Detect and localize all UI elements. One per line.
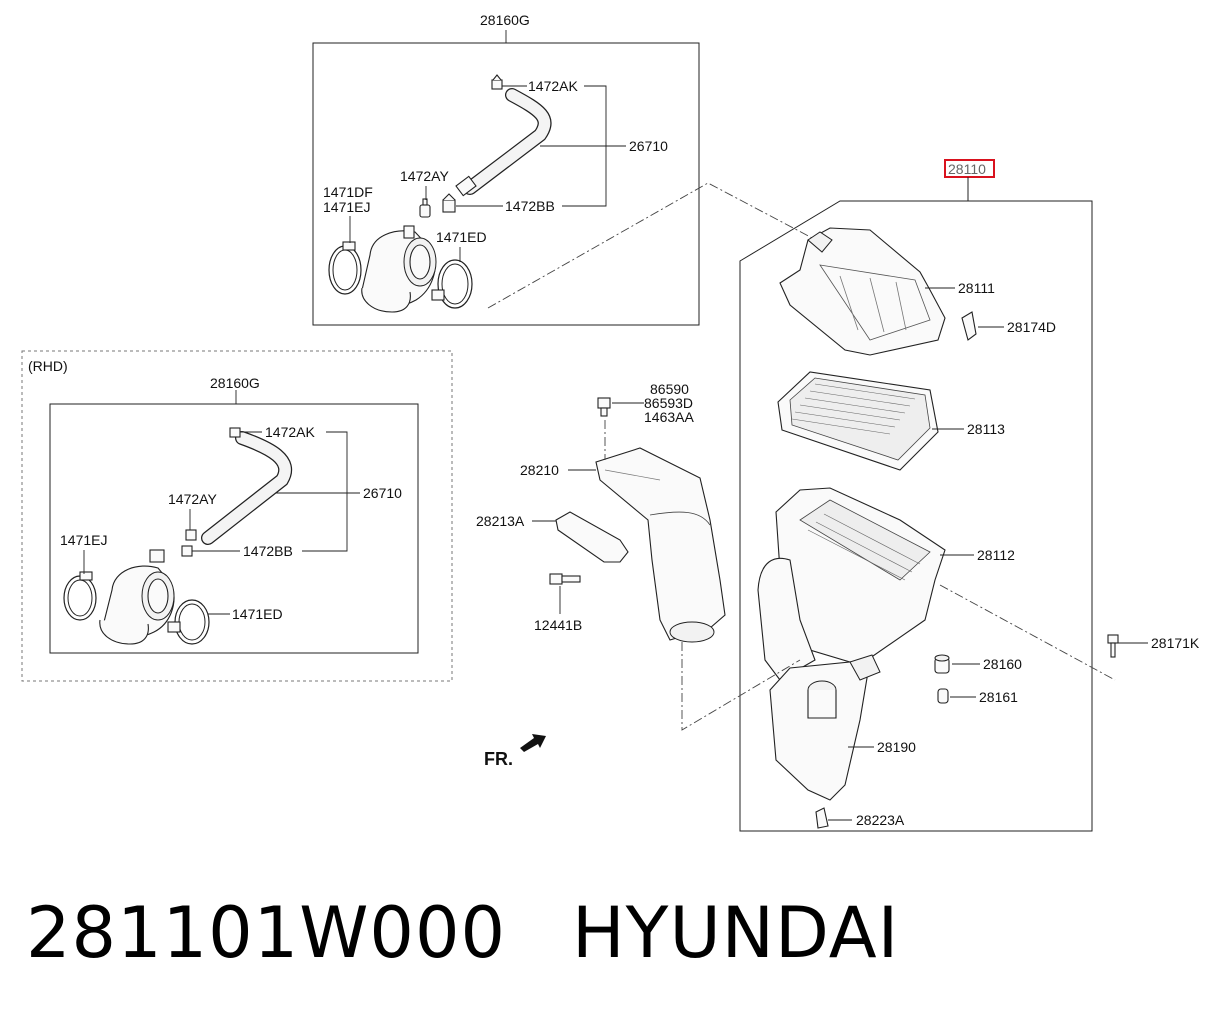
label-rhd-1472bb[interactable]: 1472BB (243, 543, 293, 559)
air-cleaner-cover[interactable] (779, 227, 946, 356)
part-number: 281101W000 (26, 892, 507, 974)
label-28210[interactable]: 28210 (520, 462, 559, 478)
bushing-28161[interactable] (937, 688, 949, 704)
label-1472ay[interactable]: 1472AY (400, 168, 449, 184)
label-rhd-1471ed[interactable]: 1471ED (232, 606, 283, 622)
highlight-box (944, 159, 995, 178)
resonator[interactable] (769, 654, 881, 801)
throttle-adapter[interactable] (361, 225, 437, 313)
label-rhd-intake-group[interactable]: 28160G (210, 375, 260, 391)
label-28171k[interactable]: 28171K (1151, 635, 1200, 651)
label-1471df[interactable]: 1471DF (323, 184, 373, 200)
label-rhd-1472ak[interactable]: 1472AK (265, 424, 315, 440)
rhd-group-frame (49, 403, 419, 654)
label-28190[interactable]: 28190 (877, 739, 916, 755)
rhd-clip-1472ay[interactable] (185, 529, 197, 541)
rhd-throttle-adapter[interactable] (99, 549, 175, 645)
parts-diagram: 28160G 1472AK 26710 (21, 12, 1200, 832)
footer: 281101W000 HYUNDAI (26, 888, 899, 978)
rhd-clamp-1472ak[interactable] (229, 427, 241, 438)
air-duct[interactable] (595, 447, 726, 643)
label-1463aa[interactable]: 1463AA (644, 409, 694, 425)
clamp-1472ak[interactable] (491, 74, 503, 90)
rhd-clamp-1471ed[interactable] (167, 599, 210, 645)
label-1472ak[interactable]: 1472AK (528, 78, 578, 94)
label-28112[interactable]: 28112 (977, 547, 1015, 563)
insulator-28160[interactable] (934, 654, 950, 674)
rhd-caption[interactable]: (RHD) (28, 358, 68, 374)
label-86590[interactable]: 86590 (650, 381, 689, 397)
intake-hose[interactable] (455, 88, 552, 197)
label-28161[interactable]: 28161 (979, 689, 1018, 705)
label-rhd-26710[interactable]: 26710 (363, 485, 402, 501)
label-rhd-1471ej[interactable]: 1471EJ (60, 532, 107, 548)
clamp-1472bb[interactable] (442, 193, 456, 213)
rhd-dashed-frame (21, 350, 453, 682)
bolt-28171k[interactable] (1107, 634, 1119, 658)
screw-86590[interactable] (597, 397, 611, 417)
brand-name: HYUNDAI (572, 892, 900, 974)
label-1471ed[interactable]: 1471ED (436, 229, 487, 245)
label-86593d[interactable]: 86593D (644, 395, 693, 411)
clamp-1471ed[interactable] (431, 259, 473, 309)
label-28174d[interactable]: 28174D (1007, 319, 1056, 335)
bracket-28174d[interactable] (961, 311, 977, 341)
bolt-12441b[interactable] (549, 573, 581, 585)
rhd-clamp-1472bb[interactable] (181, 545, 193, 557)
rhd-intake-hose[interactable] (201, 431, 293, 545)
rhd-clamp-1471ej[interactable] (63, 571, 97, 621)
clamp-1471df[interactable] (328, 241, 362, 295)
assembly-frame (739, 177, 1093, 832)
label-intake-group[interactable]: 28160G (480, 12, 530, 28)
label-28111[interactable]: 28111 (958, 280, 995, 296)
label-1472bb[interactable]: 1472BB (505, 198, 555, 214)
clip-1472ay[interactable] (419, 198, 431, 218)
clip-28223a[interactable] (815, 807, 829, 829)
label-front: FR. (484, 749, 513, 769)
air-filter-element[interactable] (777, 371, 939, 471)
label-rhd-1472ay[interactable]: 1472AY (168, 491, 217, 507)
duct-bracket[interactable] (555, 511, 629, 563)
front-direction-arrow (520, 734, 546, 752)
label-28223a[interactable]: 28223A (856, 812, 905, 828)
label-28113[interactable]: 28113 (967, 421, 1005, 437)
label-assembly[interactable]: 28110 (948, 161, 986, 177)
label-12441b[interactable]: 12441B (534, 617, 582, 633)
air-cleaner-body[interactable] (757, 487, 946, 681)
label-26710[interactable]: 26710 (629, 138, 668, 154)
label-28213a[interactable]: 28213A (476, 513, 525, 529)
label-1471ej[interactable]: 1471EJ (323, 199, 370, 215)
label-28160[interactable]: 28160 (983, 656, 1022, 672)
